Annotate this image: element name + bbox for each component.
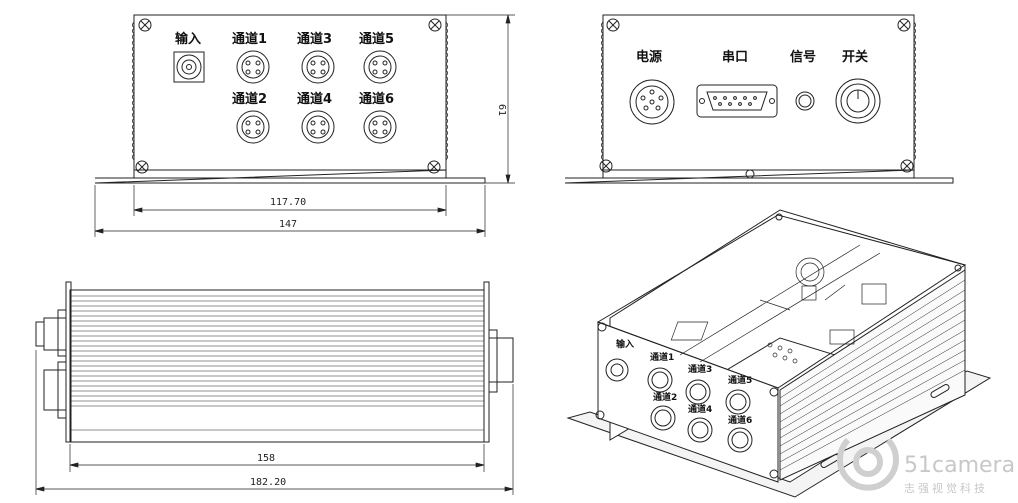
front-channel-2-label: 通道2 (232, 91, 267, 107)
side-heatsink-fins (70, 295, 484, 431)
front-channel-4-label: 通道4 (297, 91, 332, 107)
iso-front-connectors (605, 358, 753, 453)
iso-right-fins (779, 279, 966, 471)
rear-serial-label: 串口 (722, 49, 748, 65)
rear-right-fins (913, 21, 916, 161)
watermark-tagline: 志强视觉科技 (904, 481, 988, 495)
rear-power-label: 电源 (636, 49, 662, 65)
rear-view-text: 电源 串口 信号 开关 (636, 49, 868, 65)
side-left-connectors (35, 309, 67, 419)
front-view (94, 14, 515, 237)
side-view-text: 158 182.20 (250, 453, 286, 488)
front-dim-height: 61 (496, 104, 507, 116)
power-switch (835, 78, 881, 124)
iso-internal-parts (670, 244, 887, 364)
side-right-connectors (488, 329, 514, 393)
iso-channel-2-label: 通道2 (653, 391, 677, 403)
rear-left-fins (601, 21, 604, 161)
front-flange (94, 169, 486, 184)
side-dim-outer: 182.20 (250, 477, 286, 488)
front-channel-6-label: 通道6 (359, 91, 394, 107)
front-dimensions (94, 14, 515, 237)
front-left-fins (132, 21, 135, 161)
iso-screws (595, 213, 962, 479)
serial-db9-connector (696, 84, 778, 118)
channel-connectors (236, 50, 397, 144)
iso-top-rim (596, 214, 967, 389)
side-dim-inner: 158 (257, 453, 275, 464)
rear-switch-label: 开关 (842, 49, 868, 65)
rear-view (564, 14, 954, 184)
front-dim-outer: 147 (279, 219, 297, 230)
iso-input-label: 输入 (616, 338, 634, 350)
front-right-fins (445, 21, 448, 161)
rear-screws (599, 18, 914, 179)
signal-led (795, 91, 815, 111)
iso-channel-4-label: 通道4 (688, 403, 712, 415)
front-screws (135, 18, 442, 174)
front-channel-3-label: 通道3 (297, 31, 332, 47)
bnc-input-connector (173, 51, 205, 83)
front-channel-1-label: 通道1 (232, 31, 267, 47)
iso-channel-6-label: 通道6 (728, 414, 752, 426)
front-channel-5-label: 通道5 (359, 31, 394, 47)
iso-channel-5-label: 通道5 (728, 374, 752, 386)
front-dim-inner: 117.70 (270, 197, 306, 208)
watermark-brand: 51camera (904, 453, 1015, 478)
watermark-emblem (837, 437, 899, 491)
iso-channel-1-label: 通道1 (650, 351, 674, 363)
power-connector (629, 79, 675, 125)
front-input-label: 输入 (175, 31, 201, 47)
watermark-logo: 51camera 志强视觉科技 (837, 437, 1015, 495)
iso-view-text: 输入 通道1 通道3 通道5 通道2 通道4 通道6 (616, 338, 752, 426)
iso-channel-3-label: 通道3 (688, 363, 712, 375)
iso-view (566, 209, 992, 498)
rear-flange (564, 169, 954, 184)
rear-signal-label: 信号 (790, 49, 816, 65)
side-view (35, 281, 514, 495)
front-view-text: 输入 通道1 通道3 通道5 通道2 通道4 通道6 117.70 147 61 (175, 31, 507, 230)
side-dimensions (35, 350, 514, 495)
